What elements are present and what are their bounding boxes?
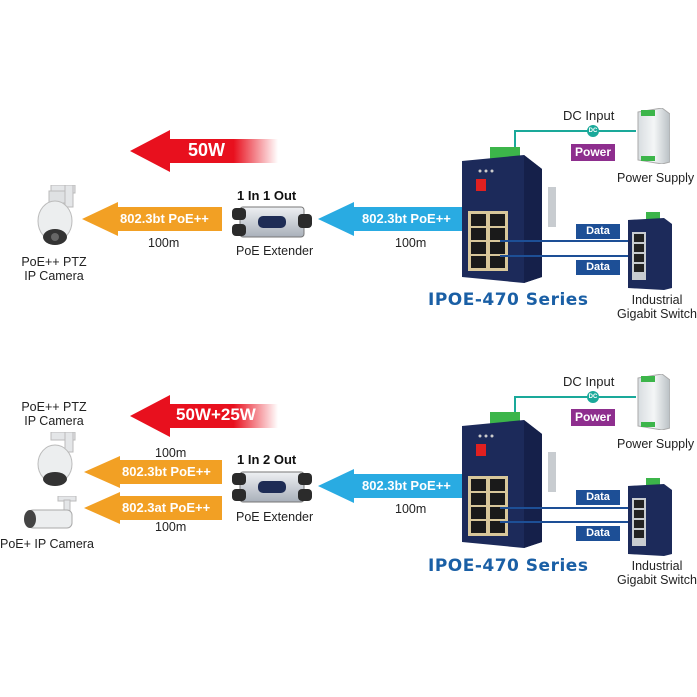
power-tag: Power bbox=[571, 144, 615, 161]
series-label: IPOE-470 Series bbox=[428, 290, 589, 310]
data-line-1 bbox=[500, 507, 630, 509]
poe-in-label: 802.3bt PoE++ bbox=[362, 211, 451, 226]
poe-in-label: 802.3bt PoE++ bbox=[362, 478, 451, 493]
camera-label-line1: PoE++ PTZ bbox=[21, 255, 87, 269]
data-tag-1: Data bbox=[576, 224, 620, 239]
industrial-switch-icon bbox=[626, 212, 676, 295]
poe-out-1-label: 802.3bt PoE++ bbox=[122, 464, 211, 479]
switch-label-line1: Industrial bbox=[631, 559, 683, 573]
ptz-camera-label: PoE++ PTZ IP Camera bbox=[14, 400, 94, 428]
power-supply-label: Power Supply bbox=[617, 171, 695, 185]
dc-input-label: DC Input bbox=[563, 374, 615, 389]
camera-label-line1: PoE++ PTZ bbox=[21, 400, 87, 414]
power-flow-label: 50W+25W bbox=[176, 405, 256, 424]
extender-label: PoE Extender bbox=[236, 510, 314, 524]
power-flow-arrow: 50W bbox=[130, 130, 278, 172]
dc-input-label: DC Input bbox=[563, 108, 615, 123]
camera-label-line2: IP Camera bbox=[24, 414, 84, 428]
dc-badge: DC bbox=[587, 125, 599, 137]
extender-title: 1 In 1 Out bbox=[237, 188, 297, 203]
ptz-camera-icon bbox=[35, 431, 79, 493]
dc-line bbox=[514, 130, 636, 132]
power-tag: Power bbox=[571, 409, 615, 426]
poe-out-2-distance: 100m bbox=[155, 520, 187, 534]
power-supply-icon bbox=[636, 373, 671, 435]
power-flow-label: 50W bbox=[188, 140, 226, 160]
extender-label: PoE Extender bbox=[236, 244, 314, 258]
poe-in-distance: 100m bbox=[395, 236, 427, 250]
data-line-1 bbox=[500, 240, 630, 242]
switch-label-line1: Industrial bbox=[631, 293, 683, 307]
switch-label-line2: Gigabit Switch bbox=[617, 573, 697, 587]
poe-in-distance: 100m bbox=[395, 502, 427, 516]
data-tag-1: Data bbox=[576, 490, 620, 505]
poe-in-arrow: 802.3bt PoE++ bbox=[318, 202, 468, 236]
bullet-camera-icon bbox=[22, 495, 82, 541]
ptz-camera-label: PoE++ PTZ IP Camera bbox=[14, 255, 94, 283]
data-tag-2: Data bbox=[576, 526, 620, 541]
power-supply-icon bbox=[636, 107, 671, 169]
poe-out-distance: 100m bbox=[148, 236, 180, 250]
dc-line-vertical bbox=[514, 396, 516, 416]
poe-out-2-arrow: 802.3at PoE++ bbox=[84, 492, 222, 524]
data-line-2 bbox=[500, 255, 630, 257]
dc-line-vertical bbox=[514, 130, 516, 150]
poe-out-2-label: 802.3at PoE++ bbox=[122, 500, 211, 515]
data-line-2 bbox=[500, 521, 630, 523]
bullet-camera-label: PoE+ IP Camera bbox=[0, 537, 94, 551]
camera-label-line2: IP Camera bbox=[24, 269, 84, 283]
poe-out-1-arrow: 802.3bt PoE++ bbox=[84, 456, 222, 488]
dc-badge: DC bbox=[587, 391, 599, 403]
poe-extender-icon bbox=[232, 204, 312, 245]
power-supply-label: Power Supply bbox=[617, 437, 695, 451]
ipoe-470-switch-icon bbox=[462, 412, 558, 553]
poe-in-arrow: 802.3bt PoE++ bbox=[318, 469, 468, 503]
poe-out-arrow: 802.3bt PoE++ bbox=[82, 202, 222, 236]
poe-out-1-distance: 100m bbox=[155, 446, 187, 460]
ipoe-470-switch-icon bbox=[462, 147, 558, 288]
dc-line bbox=[514, 396, 636, 398]
industrial-switch-label: Industrial Gigabit Switch bbox=[614, 293, 697, 321]
power-flow-arrow: 50W+25W bbox=[130, 395, 278, 437]
industrial-switch-icon bbox=[626, 478, 676, 561]
extender-title: 1 In 2 Out bbox=[237, 452, 297, 467]
poe-extender-icon bbox=[232, 469, 312, 510]
ptz-camera-icon bbox=[35, 184, 79, 252]
data-tag-2: Data bbox=[576, 260, 620, 275]
switch-label-line2: Gigabit Switch bbox=[617, 307, 697, 321]
series-label: IPOE-470 Series bbox=[428, 556, 589, 576]
industrial-switch-label: Industrial Gigabit Switch bbox=[614, 559, 697, 587]
poe-out-label: 802.3bt PoE++ bbox=[120, 211, 209, 226]
